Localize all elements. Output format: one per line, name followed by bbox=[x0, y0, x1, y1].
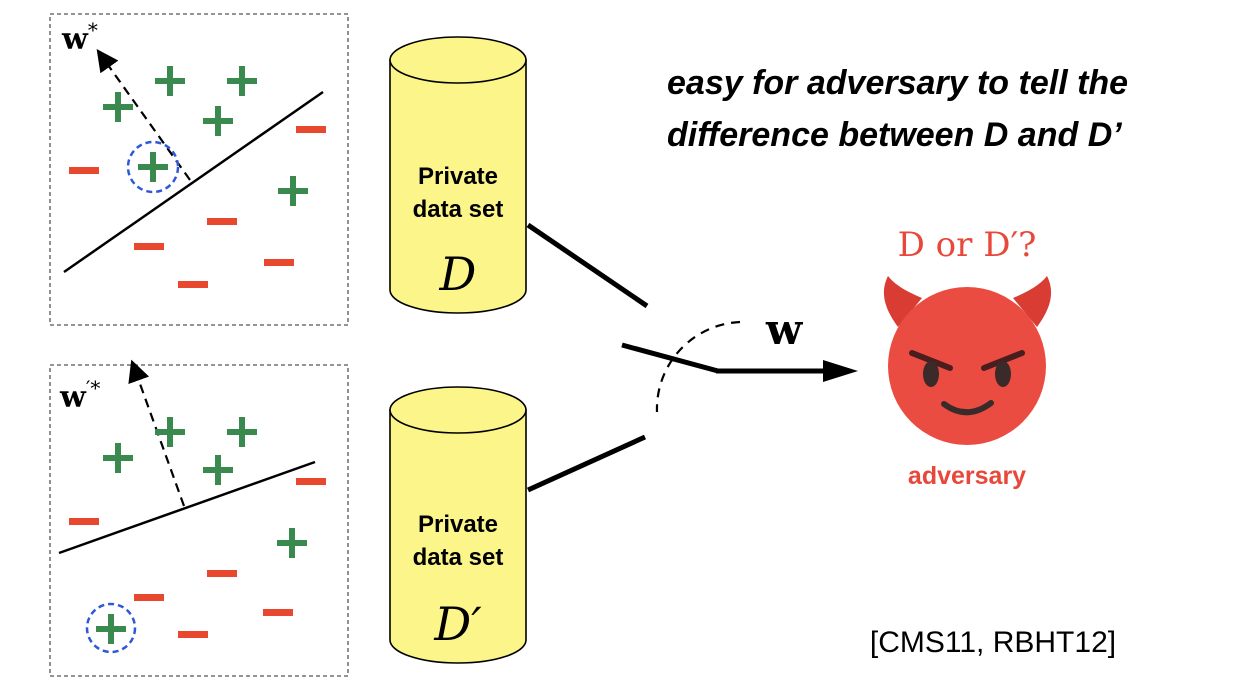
dataset-label-line1: Private bbox=[418, 511, 498, 538]
classifier-panel-bottom: w′* bbox=[49, 359, 349, 677]
panel-border bbox=[49, 364, 349, 677]
weight-vector-arrow bbox=[96, 49, 191, 181]
minus-icon bbox=[296, 126, 326, 133]
switch-dashed-arc bbox=[655, 320, 741, 413]
switch-lever bbox=[621, 342, 719, 374]
minus-icon bbox=[69, 518, 99, 525]
dataset-symbol: D bbox=[439, 247, 477, 301]
plus-points bbox=[96, 417, 307, 644]
plus-icon bbox=[203, 455, 233, 485]
plus-icon bbox=[277, 528, 307, 558]
minus-icon bbox=[207, 218, 237, 225]
weight-vector-arrow bbox=[128, 359, 186, 507]
plus-icon bbox=[278, 176, 308, 206]
adversary-label: adversary bbox=[908, 462, 1026, 490]
highlighted-point-circle bbox=[126, 140, 180, 194]
plus-points bbox=[103, 66, 308, 206]
minus-points bbox=[69, 478, 326, 638]
connector-line-D bbox=[526, 222, 649, 309]
plus-icon bbox=[155, 417, 185, 447]
citation: [CMS11, RBHT12] bbox=[870, 626, 1116, 659]
dataset-label-line2: data set bbox=[413, 196, 504, 223]
dataset-symbol: D′ bbox=[433, 597, 482, 651]
headline-line2: difference between D and D’ bbox=[667, 116, 1122, 154]
dataset-label-line2: data set bbox=[413, 544, 504, 571]
plus-icon bbox=[203, 106, 233, 136]
panel-border bbox=[49, 13, 349, 326]
plus-icon bbox=[103, 443, 133, 473]
switch-mechanism bbox=[526, 222, 858, 493]
plus-icon bbox=[103, 92, 133, 122]
minus-icon bbox=[296, 478, 326, 485]
devil-face-icon bbox=[883, 276, 1052, 445]
plus-icon bbox=[227, 66, 257, 96]
minus-icon bbox=[178, 281, 208, 288]
minus-points bbox=[69, 126, 326, 288]
minus-icon bbox=[263, 609, 293, 616]
plus-icon bbox=[155, 66, 185, 96]
minus-icon bbox=[134, 594, 164, 601]
decision-boundary bbox=[63, 90, 324, 274]
minus-icon bbox=[178, 631, 208, 638]
decision-boundary bbox=[58, 460, 316, 555]
highlighted-point-circle bbox=[85, 602, 137, 654]
output-weight-label: w bbox=[765, 305, 803, 354]
classifier-panel-top: w* bbox=[49, 13, 349, 326]
weight-label: w′* bbox=[59, 376, 100, 415]
minus-icon bbox=[264, 259, 294, 266]
minus-icon bbox=[207, 570, 237, 577]
dataset-label-line1: Private bbox=[418, 163, 498, 190]
adversary-question: D or D′? bbox=[898, 225, 1037, 265]
connector-line-D-prime bbox=[526, 434, 647, 493]
plus-icon bbox=[96, 614, 126, 644]
weight-label: w* bbox=[61, 18, 98, 57]
minus-icon bbox=[134, 243, 164, 250]
output-arrow-head bbox=[823, 360, 858, 382]
plus-icon bbox=[138, 152, 168, 182]
dataset-cylinder-D-prime: Private data set D′ bbox=[389, 386, 527, 664]
headline-line1: easy for adversary to tell the bbox=[667, 64, 1128, 102]
dataset-cylinder-D: Private data set D bbox=[389, 36, 527, 314]
minus-icon bbox=[69, 167, 99, 174]
plus-icon bbox=[227, 417, 257, 447]
